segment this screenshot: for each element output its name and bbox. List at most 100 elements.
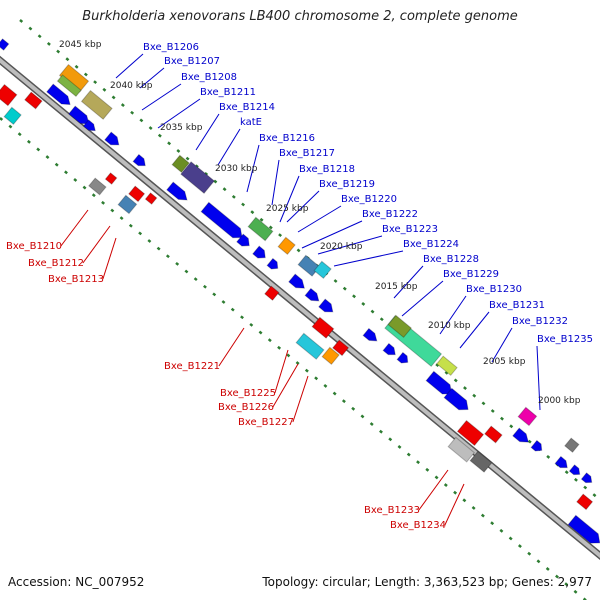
forward-leader-line <box>297 205 342 233</box>
gene-misc-4 <box>180 161 215 194</box>
gene-reverse-2-shape <box>104 172 118 185</box>
gene-reverse-misc-4 <box>447 436 476 463</box>
forward-leader-line <box>279 175 300 223</box>
gene-misc-8 <box>313 260 332 279</box>
forward-leader-line <box>139 67 165 89</box>
forward-gene-label: Bxe_B1235 <box>537 334 593 345</box>
scale-tick-label: 2025 kbp <box>266 204 309 214</box>
forward-leader-line <box>401 280 444 317</box>
gene-forward-7-shape <box>236 233 250 247</box>
gene-reverse-0-shape <box>0 83 18 107</box>
gene-reverse-misc-0 <box>88 177 107 196</box>
reverse-gene-label: Bxe_B1233 <box>364 505 420 516</box>
reverse-leader-line <box>444 483 465 526</box>
gene-forward-18-shape <box>512 427 530 443</box>
gene-forward-2 <box>82 119 96 132</box>
gene-forward-11 <box>304 287 320 302</box>
forward-leader-line <box>141 83 182 111</box>
gene-misc-13-shape <box>564 437 580 453</box>
gene-misc-1-shape <box>56 74 82 98</box>
gene-reverse-5 <box>264 285 280 301</box>
forward-gene-label: Bxe_B1211 <box>200 87 256 98</box>
reverse-gene-label: Bxe_B1213 <box>48 274 104 285</box>
gene-misc-4-shape <box>180 161 215 194</box>
gene-reverse-misc-7 <box>0 38 10 51</box>
forward-gene-label: Bxe_B1208 <box>181 72 237 83</box>
gene-reverse-4-shape <box>144 192 158 205</box>
gene-forward-12-shape <box>318 298 334 313</box>
forward-gene-label: Bxe_B1231 <box>489 300 545 311</box>
gene-reverse-misc-7-shape <box>0 38 10 51</box>
backbone <box>0 55 600 561</box>
gene-reverse-9-shape <box>484 425 503 444</box>
gene-forward-5-shape <box>166 181 188 201</box>
gene-reverse-10-shape <box>576 493 594 511</box>
forward-gene-label: Bxe_B1207 <box>164 56 220 67</box>
forward-leader-line <box>286 190 320 223</box>
reverse-gene-label: Bxe_B1225 <box>220 388 276 399</box>
gene-reverse-misc-0-shape <box>88 177 107 196</box>
gene-misc-11 <box>436 355 458 377</box>
gene-forward-15-shape <box>396 351 409 364</box>
forward-gene-label: Bxe_B1218 <box>299 164 355 175</box>
gene-misc-10 <box>387 314 412 339</box>
gene-forward-21-shape <box>568 464 581 476</box>
gene-misc-8-shape <box>313 260 332 279</box>
label-leader-lines <box>60 53 541 526</box>
gene-reverse-7-shape <box>332 339 350 357</box>
forward-leader-line <box>536 345 541 411</box>
gene-forward-17 <box>443 387 469 411</box>
gene-reverse-misc-6-shape <box>3 106 22 125</box>
gene-forward-9-shape <box>266 257 279 270</box>
gene-forward-3-shape <box>104 131 120 146</box>
reverse-leader-line <box>418 469 449 511</box>
gene-misc-2 <box>80 89 113 120</box>
gene-forward-2-shape <box>82 119 96 132</box>
gene-forward-3 <box>104 131 120 146</box>
gene-misc-12 <box>517 406 538 427</box>
gene-misc-1 <box>56 74 82 98</box>
forward-gene-label: Bxe_B1219 <box>319 179 375 190</box>
forward-leader-line <box>301 220 363 249</box>
reverse-leader-line <box>102 237 117 280</box>
forward-leader-line <box>271 159 280 206</box>
gene-forward-14 <box>382 342 396 356</box>
forward-gene-label: katE <box>240 117 262 128</box>
gene-reverse-3-shape <box>128 185 146 203</box>
gene-reverse-2 <box>104 172 118 185</box>
gene-forward-19 <box>530 439 543 452</box>
gene-forward-22-shape <box>580 472 593 484</box>
gene-reverse-misc-3-shape <box>321 346 340 365</box>
gene-forward-14-shape <box>382 342 396 356</box>
forward-gene-label: Bxe_B1220 <box>341 194 397 205</box>
forward-leader-line <box>157 98 201 129</box>
gene-forward-4 <box>132 153 146 167</box>
gene-reverse-misc-2-shape <box>295 332 325 360</box>
scale-tick-label: 2020 kbp <box>320 242 363 252</box>
reverse-gene-label: Bxe_B1226 <box>218 402 274 413</box>
gene-forward-15 <box>396 351 409 364</box>
gene-misc-3-shape <box>171 154 190 173</box>
dotted-guides <box>0 19 600 600</box>
forward-gene-label: Bxe_B1214 <box>219 102 275 113</box>
gene-forward-10-shape <box>288 273 306 289</box>
reverse-gene-label: Bxe_B1221 <box>164 361 220 372</box>
forward-leader-line <box>491 327 513 363</box>
forward-gene-label: Bxe_B1222 <box>362 209 418 220</box>
gene-reverse-10 <box>576 493 594 511</box>
gene-forward-17-shape <box>443 387 469 411</box>
gene-forward-5 <box>166 181 188 201</box>
reverse-leader-line <box>274 349 289 394</box>
gene-forward-7 <box>236 233 250 247</box>
scale-tick-label: 2030 kbp <box>215 164 258 174</box>
gene-reverse-1 <box>24 91 43 110</box>
gene-reverse-misc-5-shape <box>469 450 493 473</box>
gene-forward-1-shape <box>68 105 90 125</box>
gene-forward-8-shape <box>252 245 266 259</box>
gene-misc-13 <box>564 437 580 453</box>
reverse-gene-label: Bxe_B1212 <box>28 258 84 269</box>
forward-leader-line <box>333 250 404 267</box>
gene-misc-6-shape <box>277 236 296 255</box>
gene-forward-23-shape <box>567 514 600 544</box>
